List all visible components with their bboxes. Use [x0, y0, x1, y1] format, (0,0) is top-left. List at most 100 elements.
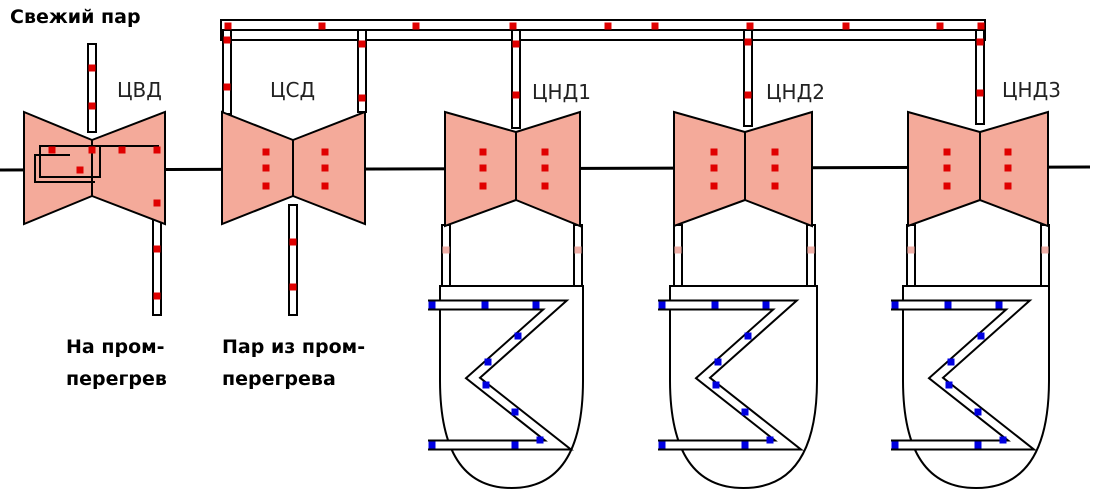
pipe-steam-dot	[744, 91, 752, 99]
blade-steam-dot	[321, 182, 329, 190]
pipe-steam-dot	[88, 146, 96, 154]
fresh-steam-pipe	[87, 43, 97, 133]
to-reheat-label-line1: На пром-	[66, 336, 165, 358]
blade-steam-dot	[943, 164, 951, 172]
water-dot	[712, 381, 720, 389]
lp2-cylinder-label: ЦНД2	[766, 80, 825, 104]
fresh-steam-label: Свежий пар	[10, 6, 141, 28]
manifold-steam-dot	[224, 22, 232, 30]
blade-steam-dot	[541, 148, 549, 156]
water-dot	[482, 381, 490, 389]
condenser-2-shell	[669, 285, 818, 490]
exhaust-steam-dot	[574, 246, 582, 254]
water-dot	[481, 301, 489, 309]
water-dot	[511, 441, 519, 449]
ip-casing-right	[292, 110, 366, 226]
water-dot	[977, 332, 985, 340]
blade-steam-dot	[262, 148, 270, 156]
water-dot	[428, 301, 436, 309]
water-dot	[762, 301, 770, 309]
water-dot	[974, 408, 982, 416]
ip-cylinder-label: ЦСД	[270, 78, 316, 102]
lp2-casing-left	[673, 110, 746, 228]
pipe-steam-dot	[153, 245, 161, 253]
lp3-cylinder-label: ЦНД3	[1002, 78, 1061, 102]
manifold-steam-dot	[509, 22, 517, 30]
water-dot	[944, 301, 952, 309]
manifold-steam-dot	[936, 22, 944, 30]
water-dot	[658, 301, 666, 309]
water-dot	[999, 436, 1007, 444]
pipe-steam-dot	[976, 38, 984, 46]
water-dot	[744, 332, 752, 340]
blade-steam-dot	[479, 182, 487, 190]
ip-casing-left	[221, 110, 294, 226]
exhaust-pipe-2	[573, 224, 583, 287]
pipe-steam-dot	[289, 238, 297, 246]
exhaust-pipe-4	[806, 224, 816, 287]
blade-steam-dot	[943, 182, 951, 190]
lp2-inlet-pipe	[743, 29, 753, 127]
water-dot	[532, 301, 540, 309]
pipe-steam-dot	[88, 64, 96, 72]
hp-steam-dot	[48, 146, 56, 154]
lp3-casing-right	[979, 110, 1049, 228]
manifold-steam-dot	[977, 22, 985, 30]
exhaust-pipe-6	[1040, 224, 1050, 287]
water-dot	[536, 436, 544, 444]
lp3-inlet-pipe	[975, 29, 985, 125]
water-dot	[711, 301, 719, 309]
pipe-steam-dot	[512, 40, 520, 48]
manifold-steam-dot	[746, 22, 754, 30]
water-dot	[947, 358, 955, 366]
pipe-steam-dot	[153, 199, 161, 207]
water-dot	[741, 408, 749, 416]
exhaust-pipe-5	[906, 224, 916, 287]
blade-steam-dot	[479, 164, 487, 172]
pipe-steam-dot	[223, 83, 231, 91]
pipe-steam-dot	[289, 283, 297, 291]
water-dot	[974, 441, 982, 449]
manifold-steam-dot	[604, 22, 612, 30]
water-dot	[484, 358, 492, 366]
hp-cylinder-label: ЦВД	[117, 78, 162, 102]
hp-casing-right	[91, 110, 166, 226]
exhaust-steam-dot	[442, 246, 450, 254]
water-dot	[658, 441, 666, 449]
pipe-steam-dot	[88, 102, 96, 110]
hp-flow-path-outer	[34, 154, 95, 183]
exhaust-steam-dot	[1041, 246, 1049, 254]
pipe-steam-dot	[976, 89, 984, 97]
pipe-steam-dot	[358, 40, 366, 48]
to-reheat-label-line2: перегрев	[66, 368, 167, 390]
blade-steam-dot	[541, 164, 549, 172]
manifold-steam-dot	[412, 22, 420, 30]
manifold-steam-dot	[842, 22, 850, 30]
water-dot	[945, 381, 953, 389]
blade-steam-dot	[541, 182, 549, 190]
exhaust-steam-dot	[807, 246, 815, 254]
manifold-steam-dot	[318, 22, 326, 30]
blade-steam-dot	[321, 164, 329, 172]
blade-steam-dot	[771, 182, 779, 190]
water-dot	[511, 408, 519, 416]
exhaust-pipe-3	[673, 224, 683, 287]
water-dot	[891, 441, 899, 449]
pipe-steam-dot	[223, 36, 231, 44]
exhaust-steam-dot	[907, 246, 915, 254]
water-dot	[891, 301, 899, 309]
exhaust-steam-dot	[674, 246, 682, 254]
ip-outlet-pipe-right	[357, 29, 367, 113]
blade-steam-dot	[710, 164, 718, 172]
from-reheat-pipe	[288, 204, 298, 316]
hp-steam-dot	[76, 166, 84, 174]
lp1-inlet-pipe	[511, 29, 521, 129]
blade-steam-dot	[479, 148, 487, 156]
pipe-steam-dot	[358, 94, 366, 102]
water-dot	[741, 441, 749, 449]
water-dot	[995, 301, 1003, 309]
condenser-1-shell	[439, 285, 584, 490]
hp-steam-dot	[153, 146, 161, 154]
blade-steam-dot	[771, 164, 779, 172]
